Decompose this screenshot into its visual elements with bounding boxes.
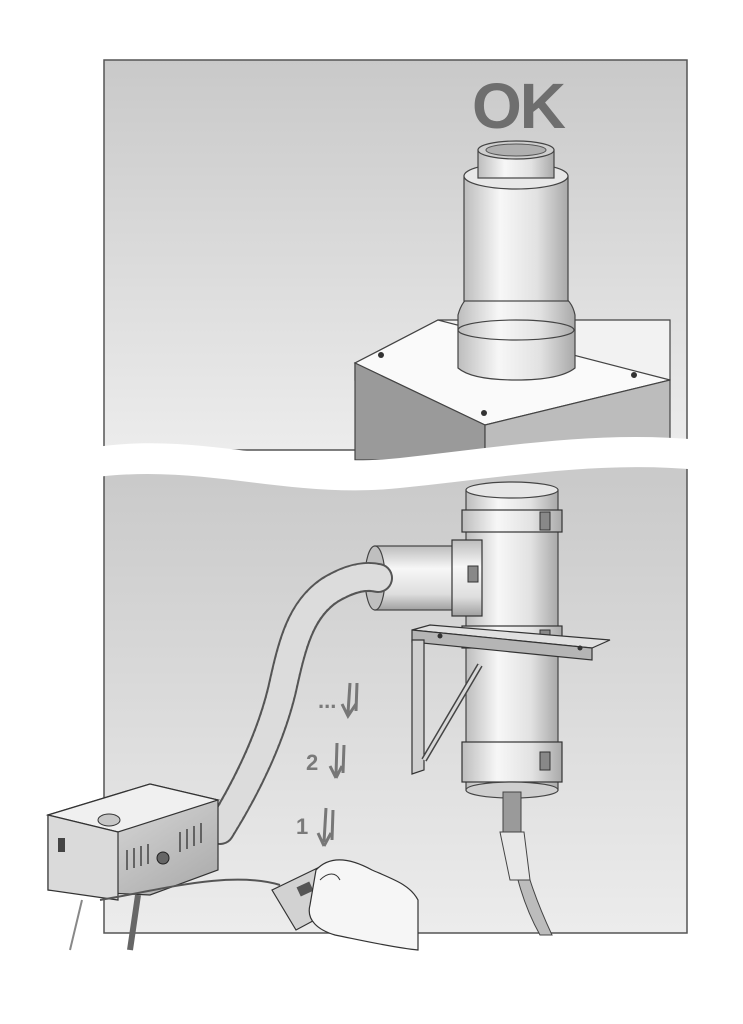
step-arrow-ellipsis <box>340 682 359 719</box>
section-break <box>90 436 700 491</box>
step-label-1: 1 <box>296 814 308 839</box>
tee-branch <box>364 539 483 617</box>
step-label-2: 2 <box>306 750 318 775</box>
test-blower-unit <box>45 783 221 951</box>
flexible-hose <box>205 561 393 845</box>
condensate-drain <box>499 791 553 936</box>
wall-bracket <box>411 624 611 775</box>
hand-glove <box>308 859 419 951</box>
step-arrow-2 <box>328 742 346 779</box>
step-arrow-1 <box>316 807 335 847</box>
step-label-ellipsis: ... <box>318 688 336 713</box>
flue-pipe-upper <box>457 140 576 381</box>
status-ok-label: OK <box>472 70 566 142</box>
